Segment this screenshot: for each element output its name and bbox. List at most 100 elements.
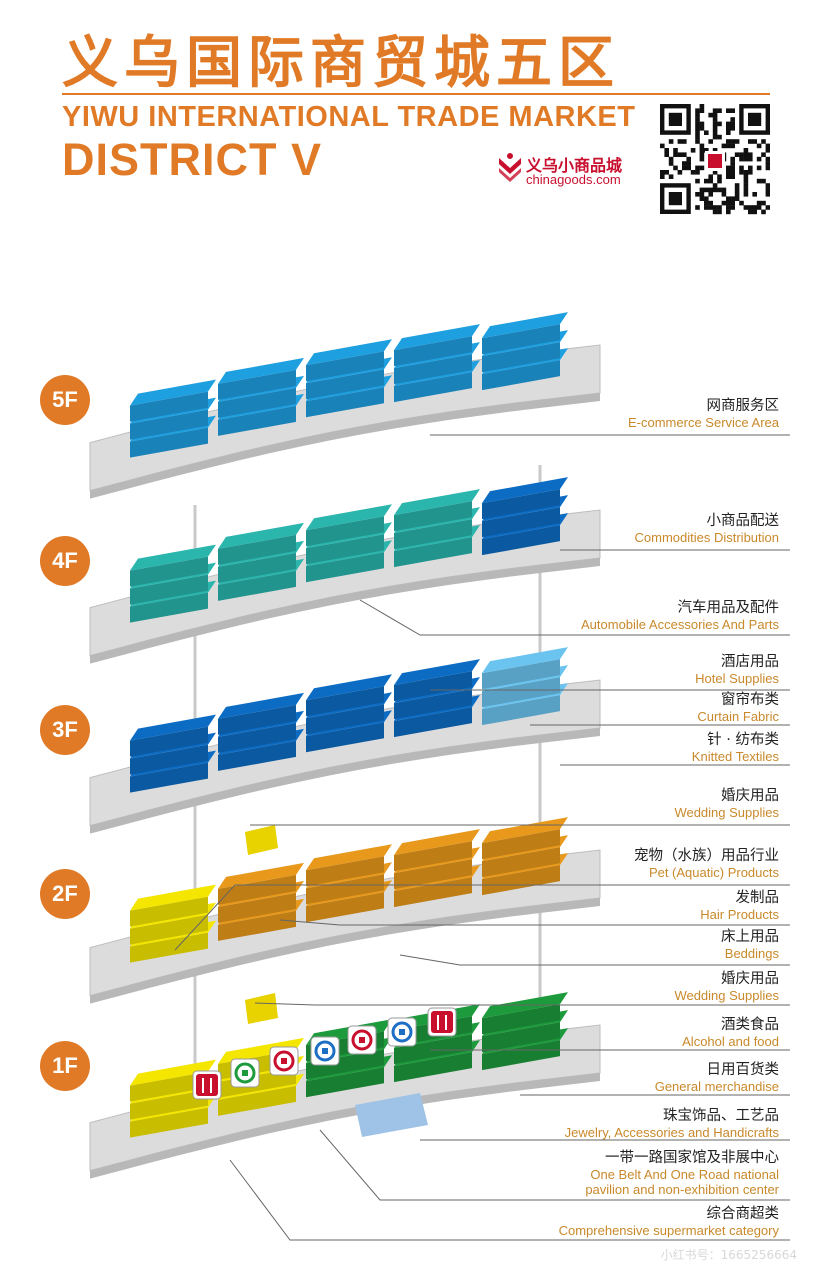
shop-block-front [218,722,296,753]
restaurant-icon [192,1070,222,1100]
shop-block [218,692,304,719]
shop-block-front [394,707,472,738]
shop-block-front [130,932,208,963]
shop-block [482,817,568,844]
shop-block-front [482,659,560,690]
page-subtitle-district: DISTRICT V [62,134,323,185]
shop-block-front [306,1067,384,1098]
page-subtitle-en: YIWU INTERNATIONAL TRADE MARKET [62,101,636,133]
shop-block-front [130,762,208,793]
shop-block-front [394,671,472,702]
shop-block [218,1037,304,1064]
shop-block-front [482,489,560,520]
shop-block-front [218,552,296,583]
shop-block-front [394,1052,472,1083]
shop-block-front [482,695,560,726]
shop-block-front [306,516,384,547]
shop-block-front [218,874,296,905]
shop-block-front [482,865,560,896]
ccb-bank-icon [387,1017,417,1047]
shop-block-front [482,507,560,538]
floor-slab-edge [90,1073,600,1179]
shop-block-front [482,1004,560,1035]
postal-bank-icon [310,1036,340,1066]
leader-line [229,1159,790,1241]
shop-block [482,312,568,339]
shop-block-front [306,534,384,565]
floor-badge-4f: 4F [40,536,90,586]
shop-block [306,339,392,366]
shop-block-front [394,501,472,532]
brand-logo[interactable]: 义乌小商品城 chinagoods.com [496,150,646,190]
icbc-bank-icon [347,1025,377,1055]
title-divider [62,93,770,95]
watermark: 小红书号：1665256664 [660,1248,797,1262]
shop-block-front [218,892,296,923]
shop-block-front [394,354,472,385]
shop-block-front [218,534,296,565]
shop-block [394,489,480,516]
shop-block [130,884,216,911]
shop-block-front [482,847,560,878]
qr-code-icon[interactable] [660,104,770,216]
floor-badge-2f: 2F [40,869,90,919]
shop-block-front [306,856,384,887]
shop-block-front [394,841,472,872]
shop-block-front [394,537,472,568]
shop-block [482,477,568,504]
wedding-block-3f [245,825,278,855]
shop-block [218,862,304,889]
shop-block-front [130,744,208,775]
shop-block-front [130,391,208,422]
shop-block-front [130,726,208,757]
shop-block [482,647,568,674]
leader-line [174,884,790,951]
shop-block-front [130,592,208,623]
shop-block-front [482,1040,560,1071]
bank-of-china-icon [269,1046,299,1076]
shop-block [306,504,392,531]
shop-block-front [394,519,472,550]
shop-block [394,829,480,856]
shop-block-front [482,1022,560,1053]
shop-block-front [218,1085,296,1116]
shop-block-front [130,574,208,605]
shop-block-front [306,387,384,418]
belt-road-block [355,1093,428,1137]
shop-block-front [218,369,296,400]
shop-block-front [130,556,208,587]
shop-block-front [306,704,384,735]
shop-block-front [218,570,296,601]
shop-block-front [130,914,208,945]
shop-block [394,659,480,686]
leader-line [254,1002,790,1006]
shop-block-front [394,689,472,720]
leader-line [399,954,790,966]
page-title: 义乌国际商贸城五区 [62,31,620,96]
shop-block-front [218,405,296,436]
leader-line [319,1129,790,1201]
floor-2f [89,817,601,1004]
chinagoods-logo-icon [499,153,521,182]
floor-slab-edge [90,728,600,834]
shop-block-front [130,1071,208,1102]
shop-block [394,324,480,351]
shop-block-front [218,910,296,941]
shop-block-front [130,1107,208,1138]
shop-block-front [394,1034,472,1065]
shop-block-front [482,677,560,708]
shop-block-front [306,686,384,717]
shop-block-front [130,1089,208,1120]
floor-badge-3f: 3F [40,705,90,755]
shop-block-front [306,351,384,382]
leader-line [359,599,790,636]
